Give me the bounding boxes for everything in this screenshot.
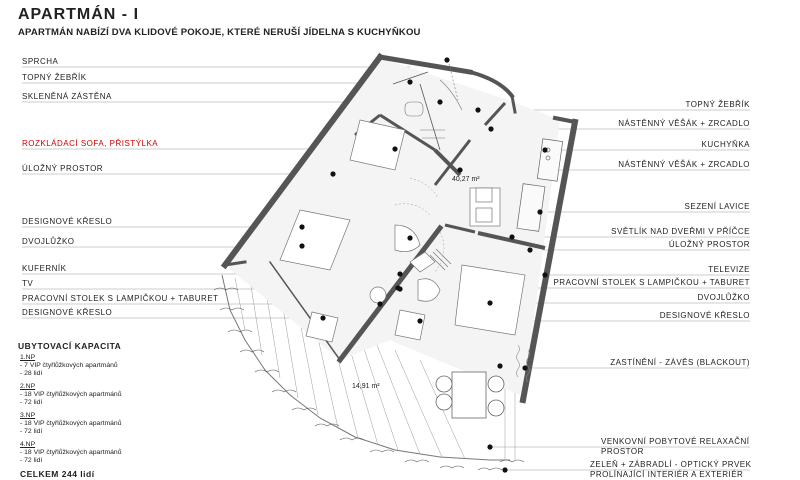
area-upper: 40,27 m²: [452, 176, 480, 183]
label-luggage-rack: KUFERNÍK: [22, 264, 67, 273]
floor-apartments: - 7 VIP čtyřlůžkových apartmánů: [20, 362, 118, 369]
capacity-floor-4: 4.NP - 18 VIP čtyřlůžkových apartmánů - …: [20, 441, 122, 465]
label-towel-rail: TOPNÝ ŽEBŘÍK: [22, 73, 87, 82]
floor-apartments: - 18 VIP čtyřlůžkových apartmánů: [20, 420, 122, 427]
blackout-curtain: [516, 344, 530, 383]
walls: [220, 52, 579, 404]
label-double-bed-right: DVOJLŮŽKO: [697, 293, 750, 302]
floor-apartments: - 18 VIP čtyřlůžkových apartmánů: [20, 391, 122, 398]
capacity-floor-2: 2.NP - 18 VIP čtyřlůžkových apartmánů - …: [20, 383, 122, 407]
label-shower: SPRCHA: [22, 57, 59, 66]
label-glass-screen: SKLENĚNÁ ZÁSTĚNA: [22, 92, 112, 101]
door-swings: [394, 177, 445, 273]
bedroom-left-furniture: [279, 119, 436, 343]
terrace-furniture: [435, 371, 505, 419]
label-television: TELEVIZE: [708, 265, 750, 274]
label-blackout-curtain: ZASTÍNĚNÍ - ZÁVĚS (BLACKOUT): [610, 358, 750, 367]
label-storage-right: ÚLOŽNÝ PROSTOR: [668, 240, 750, 249]
capacity-total: CELKEM 244 lidí: [20, 469, 95, 479]
callout-dots: [299, 57, 548, 473]
label-storage: ÚLOŽNÝ PROSTOR: [22, 164, 104, 173]
floor-label: 2.NP: [20, 383, 36, 390]
greenery: [213, 287, 525, 471]
label-outdoor-relax-line2: PROSTOR: [601, 447, 644, 456]
floor-people: - 28 lidí: [20, 370, 43, 377]
label-sofa-bed: ROZKLÁDACÍ SOFA, PŘISTÝLKA: [22, 139, 159, 148]
label-design-chair-right: DESIGNOVÉ KŘESLO: [659, 311, 750, 320]
label-design-chair-2: DESIGNOVÉ KŘESLO: [22, 308, 113, 317]
bedroom-right-furniture: [394, 248, 526, 341]
capacity-floor-3: 3.NP - 18 VIP čtyřlůžkových apartmánů - …: [20, 412, 122, 436]
label-design-chair: DESIGNOVÉ KŘESLO: [22, 217, 113, 226]
label-tv: TV: [22, 279, 34, 288]
label-hanger-mirror: NÁSTĚNNÝ VĚŠÁK + ZRCADLO: [618, 119, 750, 128]
floor-people: - 72 lidí: [20, 428, 43, 435]
label-outdoor-relax: VENKOVNÍ POBYTOVÉ RELAXAČNÍ PROSTOR: [601, 437, 750, 457]
bathroom-fixtures: [404, 59, 463, 139]
dining-set: [469, 187, 501, 227]
floor-apartments: - 18 VIP čtyřlůžkových apartmánů: [20, 449, 122, 456]
capacity-title: UBYTOVACÍ KAPACITA: [18, 341, 122, 351]
floor-people: - 72 lidí: [20, 457, 43, 464]
label-towel-rail-right: TOPNÝ ŽEBŘÍK: [685, 100, 750, 109]
label-desk-right: PRACOVNÍ STOLEK S LAMPIČKOU + TABURET: [553, 278, 750, 287]
floor-people: - 72 lidí: [20, 399, 43, 406]
page-subtitle: APARTMÁN NABÍZÍ DVA KLIDOVÉ POKOJE, KTER…: [18, 27, 421, 38]
area-terrace: 14,91 m²: [352, 383, 380, 390]
label-greenery: ZELEŇ + ZÁBRADLÍ - OPTICKÝ PRVEK PROLÍNA…: [590, 460, 751, 480]
label-double-bed: DVOJLŮŽKO: [22, 237, 75, 246]
label-desk: PRACOVNÍ STOLEK S LAMPIČKOU + TABURET: [22, 294, 219, 303]
label-outdoor-relax-line1: VENKOVNÍ POBYTOVÉ RELAXAČNÍ: [601, 437, 750, 446]
label-greenery-line2: PROLÍNAJÍCÍ INTERIÉR A EXTERIÉR: [590, 470, 744, 479]
page-title: APARTMÁN - I: [18, 6, 140, 23]
apartment-floor: [225, 58, 560, 395]
floor-label: 4.NP: [20, 441, 36, 448]
label-hanger-mirror-2: NÁSTĚNNÝ VĚŠÁK + ZRCADLO: [618, 160, 750, 169]
capacity-floor-1: 1.NP - 7 VIP čtyřlůžkových apartmánů - 2…: [20, 354, 118, 378]
label-kitchenette: KUCHYŇKA: [701, 140, 750, 149]
label-bench-seating: SEZENÍ LAVICE: [684, 202, 750, 211]
floor-label: 1.NP: [20, 354, 36, 361]
floor-label: 3.NP: [20, 412, 36, 419]
label-skylight: SVĚTLÍK NAD DVEŘMI V PŘÍČCE: [611, 227, 750, 236]
label-greenery-line1: ZELEŇ + ZÁBRADLÍ - OPTICKÝ PRVEK: [590, 460, 752, 469]
